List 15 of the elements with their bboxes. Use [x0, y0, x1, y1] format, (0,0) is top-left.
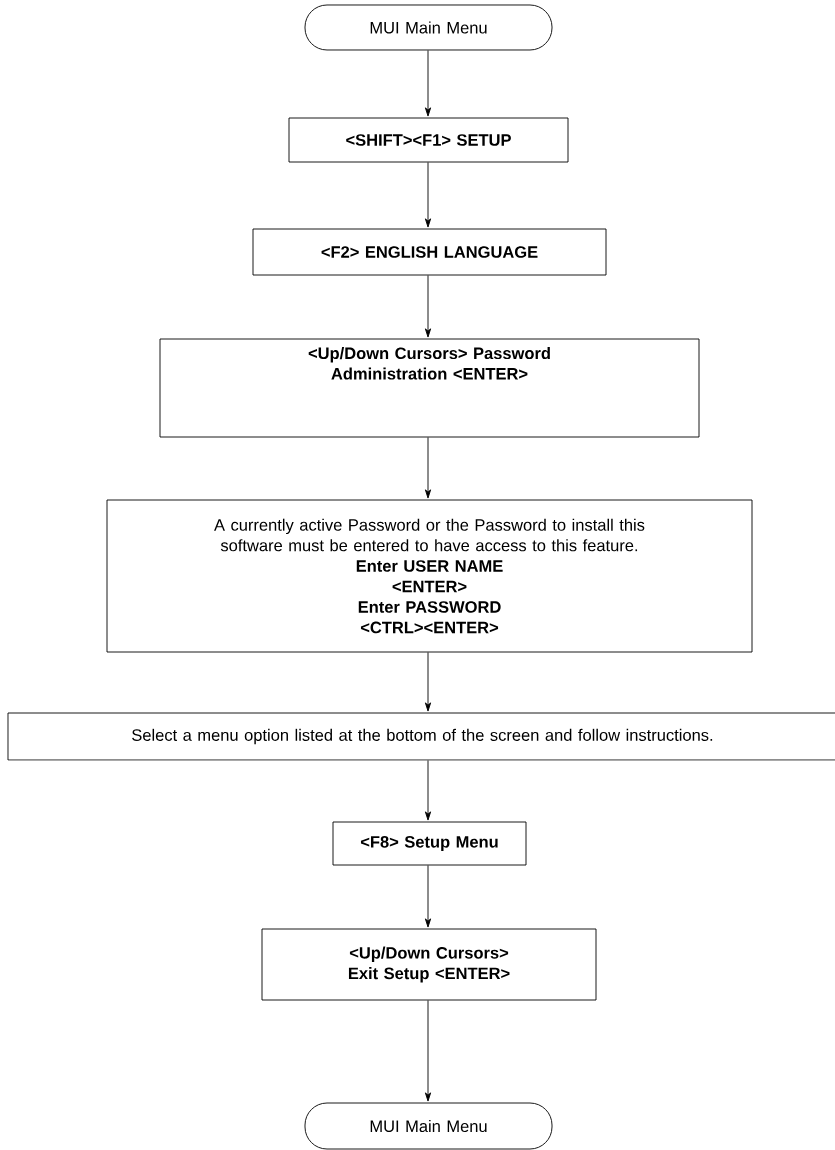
process-box: <F2> ENGLISH LANGUAGE [252, 228, 607, 276]
arrow [424, 437, 432, 499]
arrow [424, 50, 432, 117]
process-box: A currently active Password or the Password to install this software must be entered to have access to this feature. Enter USER NAME <ENTER> Enter PASSWORD <CTRL><ENTER> [106, 499, 753, 653]
arrow [424, 652, 432, 712]
process-box: <Up/Down Cursors> Exit Setup <ENTER> [261, 928, 597, 1001]
process-box: Select a menu option listed at the bottom of the screen and follow instructions. [7, 712, 835, 761]
arrow [424, 760, 432, 821]
process-box: <Up/Down Cursors> Password Administration <ENTER> [159, 338, 700, 438]
arrow [424, 162, 432, 228]
arrow [424, 275, 432, 338]
arrow [424, 865, 432, 928]
arrow [424, 1000, 432, 1102]
process-box: <F8> Setup Menu [332, 821, 527, 866]
process-box: <SHIFT><F1> SETUP [288, 117, 569, 163]
